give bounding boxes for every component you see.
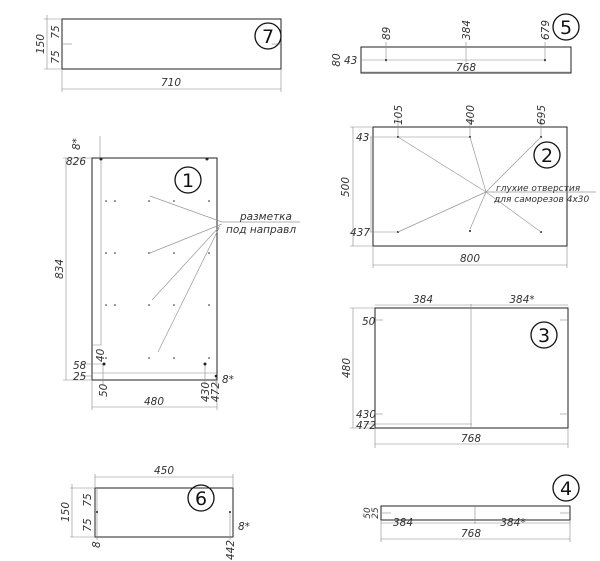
part-3-y3: 472 <box>356 420 376 432</box>
part-5-row: 43 <box>344 55 357 67</box>
part-7-height: 150 <box>35 34 47 54</box>
part-7-callout <box>254 22 282 50</box>
part-1-callout <box>174 166 202 194</box>
part-2-note-line-1: глухие отверстия <box>496 184 581 194</box>
part-6-callout <box>187 484 215 512</box>
part-3-left: 384 <box>413 294 433 306</box>
part-2-row-bottom: 437 <box>350 227 370 239</box>
part-1-row-2: 25 <box>73 371 87 383</box>
part-1-note-line-2: под направл <box>226 224 296 236</box>
part-5: 89 384 679 80 43 768 5 <box>331 13 580 74</box>
part-1-note-line-1: разметка <box>239 211 292 223</box>
part-1-x2: 430 <box>200 382 212 402</box>
part-1-row-1: 58 <box>73 360 87 372</box>
part-2-note-line-2: для саморезов 4х30 <box>493 195 589 205</box>
part-4-h1: 50 <box>363 507 373 519</box>
part-4: 50 25 384 384* 768 4 <box>363 474 580 542</box>
part-7-number: 7 <box>262 26 274 48</box>
part-3-width: 768 <box>461 433 481 445</box>
part-2-hole-1: 105 <box>393 105 405 125</box>
part-1-star-top: 8* <box>71 138 83 150</box>
part-7-half-top: 75 <box>50 25 62 39</box>
part-3-outline <box>374 307 569 429</box>
part-5-height: 80 <box>331 53 343 67</box>
part-7-half-bottom: 75 <box>50 50 62 64</box>
part-1-x1: 50 <box>98 383 110 397</box>
part-3-number: 3 <box>538 325 550 347</box>
part-6-half-top: 75 <box>82 493 94 507</box>
part-3-right: 384* <box>509 294 534 306</box>
part-6-width: 450 <box>154 465 174 477</box>
part-6-x2: 442 <box>225 540 237 560</box>
part-7-outline <box>61 18 282 70</box>
part-2-callout <box>533 141 561 169</box>
part-4-number: 4 <box>560 478 572 500</box>
part-6-star: 8* <box>238 521 250 533</box>
part-1-star-right: 8* <box>222 374 234 386</box>
part-6-half-bottom: 75 <box>82 518 94 532</box>
part-6-height: 150 <box>60 502 72 522</box>
part-1-number: 1 <box>182 170 194 192</box>
part-5-callout <box>552 13 580 41</box>
part-4-right: 384* <box>500 517 525 529</box>
part-2-row-top: 43 <box>356 132 369 144</box>
part-1-height: 834 <box>54 259 66 279</box>
part-5-length: 768 <box>456 62 476 74</box>
part-2-hole-3: 695 <box>536 105 548 125</box>
part-6-x1: 8 <box>91 541 103 548</box>
part-3-height: 480 <box>341 358 353 378</box>
part-1-width: 480 <box>144 396 164 408</box>
part-5-number: 5 <box>560 17 572 39</box>
part-2: 105 400 695 43 437 500 800 глухие отверс… <box>340 105 596 268</box>
part-1-strip: 40 <box>95 348 107 362</box>
part-3-callout <box>530 321 558 349</box>
part-3: 384 384* 480 50 430 472 768 3 <box>341 294 569 448</box>
part-1-x3: 472 <box>210 382 222 402</box>
part-1-top: 826 <box>66 156 86 168</box>
part-2-width: 800 <box>460 253 480 265</box>
part-3-y2: 430 <box>356 409 376 421</box>
part-4-h2: 25 <box>371 507 381 519</box>
part-4-width: 768 <box>461 528 481 540</box>
part-2-hole-2: 400 <box>465 105 477 125</box>
part-1: разметка под направл 834 826 8* 58 25 40… <box>54 136 300 410</box>
part-5-hole-3: 679 <box>540 20 552 40</box>
part-2-leaders <box>397 136 596 233</box>
part-4-left: 384 <box>393 517 413 529</box>
part-7-width: 710 <box>161 77 181 89</box>
part-1-holes <box>99 157 218 378</box>
part-2-number: 2 <box>541 145 553 167</box>
part-6-number: 6 <box>195 488 207 510</box>
part-6: 450 150 75 75 8 442 8* 6 <box>60 465 250 560</box>
part-5-hole-1: 89 <box>381 26 393 40</box>
part-7: 710 150 75 75 7 <box>35 15 282 92</box>
part-5-hole-2: 384 <box>461 20 473 40</box>
part-2-height: 500 <box>340 177 352 197</box>
part-4-callout <box>552 474 580 502</box>
part-3-y1: 50 <box>362 316 376 328</box>
part-6-outline <box>94 487 234 538</box>
part-1-outline <box>91 157 218 381</box>
